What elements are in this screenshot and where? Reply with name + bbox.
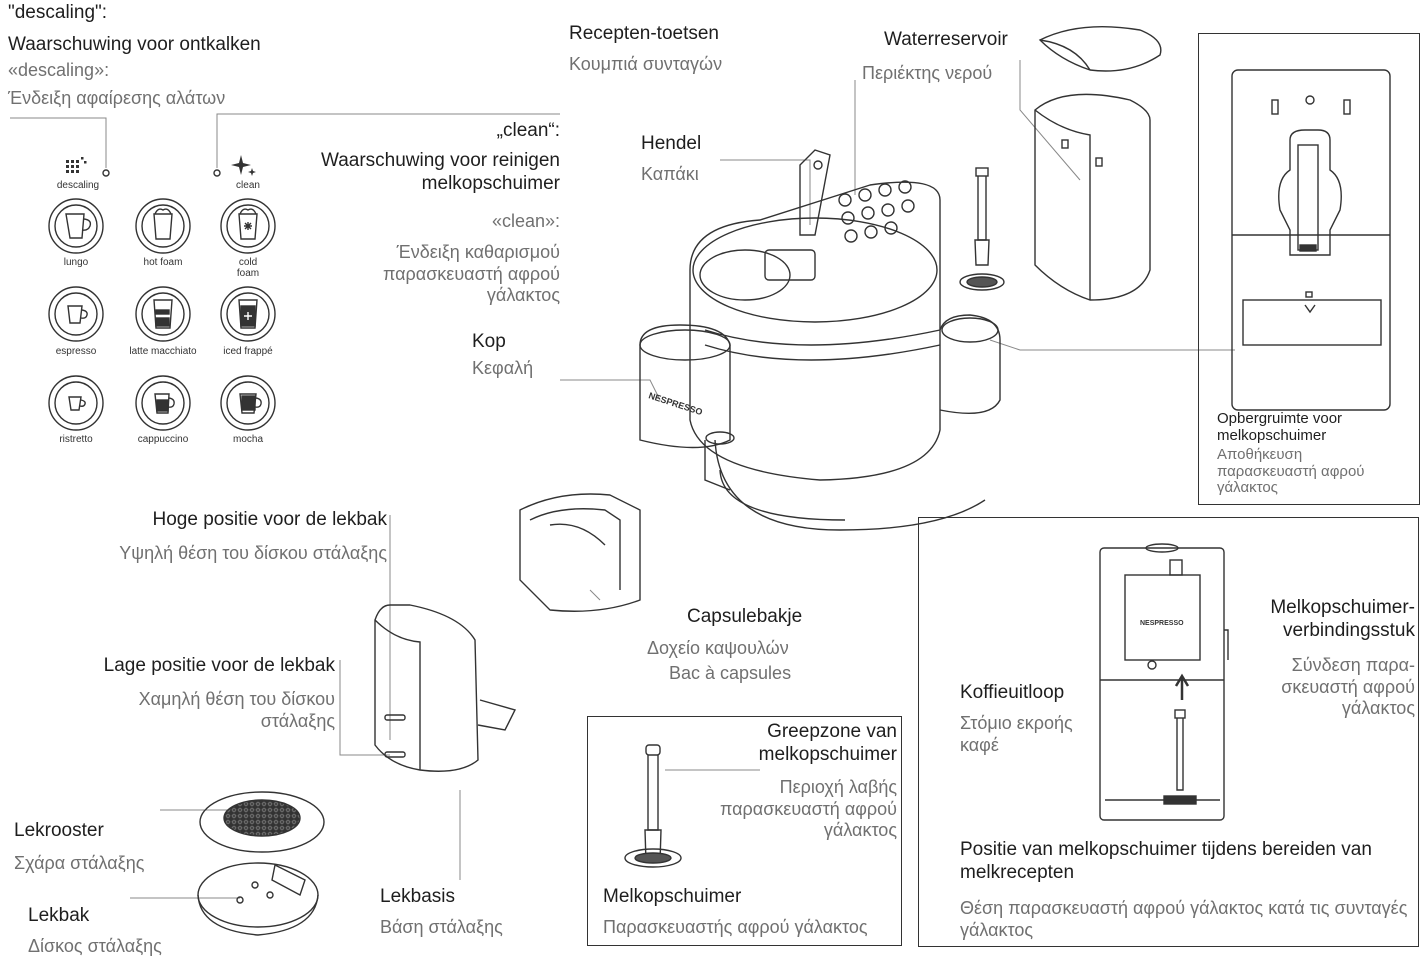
button-label-ristretto: ristretto xyxy=(59,434,93,445)
high-drip-position-label-nl: Hoge positie voor de lekbak xyxy=(152,509,387,530)
frother-position-brand-text: NESPRESSO xyxy=(1140,620,1184,627)
button-label-cold-foam: cold foam xyxy=(236,257,260,279)
drip-grid-label-el: Σχάρα στάλαξης xyxy=(14,853,145,873)
button-cappuccino-outline xyxy=(135,375,191,431)
button-mocha-outline xyxy=(220,375,276,431)
button-label-mocha: mocha xyxy=(232,434,263,445)
drip-tray-label-el: Δίσκος στάλαξης xyxy=(28,936,162,956)
button-ristretto-outline xyxy=(48,375,104,431)
coffee-outlet-label-el: Στόμιο εκροής καφέ xyxy=(960,713,1073,755)
button-label-espresso: espresso xyxy=(55,346,97,357)
water-reservoir-illustration xyxy=(1034,25,1162,301)
drip-base-illustration xyxy=(374,604,517,772)
coffee-outlet-label-nl: Koffieuitloop xyxy=(960,682,1065,703)
frother-position-box xyxy=(918,517,1419,947)
descaling-icon xyxy=(66,157,87,173)
drip-tray-label-nl: Lekbak xyxy=(28,905,90,926)
clean-warning-el: Ένδειξη καθαρισμού παρασκευαστή αφρού γά… xyxy=(382,242,560,306)
lever-label-nl: Hendel xyxy=(641,133,702,154)
sparkle-icon xyxy=(231,155,256,176)
button-lungo-outline xyxy=(48,198,104,254)
frother-storage-label-nl: Opbergruimte voor melkopschuimer xyxy=(1217,410,1343,444)
low-drip-position-label-el: Χαμηλή θέση του δίσκου στάλαξης xyxy=(138,689,335,731)
head-label-nl: Kop xyxy=(472,331,506,352)
button-label-cappuccino: cappuccino xyxy=(137,434,189,445)
capsule-container-label-el: Δοχείο καψουλών xyxy=(647,638,789,658)
button-label-latte-macchiato: latte macchiato xyxy=(129,346,197,357)
descaling-quoted-el: «descaling»: xyxy=(8,60,110,80)
water-reservoir-label-el: Περιέκτης νερού xyxy=(862,63,993,83)
frother-label-el: Παρασκευαστής αφρού γάλακτος xyxy=(603,917,868,937)
position-caption-nl: Positie van melkopschuimer tijdens berei… xyxy=(960,839,1372,883)
descaling-indicator-label: descaling xyxy=(56,180,100,191)
recipe-button-panel xyxy=(48,155,276,431)
button-label-hot-foam: hot foam xyxy=(143,257,183,268)
recipe-buttons-outline xyxy=(838,180,915,243)
drip-base-label-el: Βάση στάλαξης xyxy=(380,917,503,937)
clean-indicator-label: clean xyxy=(236,180,260,191)
connector-label-nl: Melkopschuimer-verbindingsstuk xyxy=(1270,597,1415,641)
machine-brand-text: NESPRESSO xyxy=(647,390,703,417)
water-reservoir-label-nl: Waterreservoir xyxy=(884,29,1008,50)
capsule-container-label-nl: Capsulebakje xyxy=(687,606,803,627)
button-cold-foam-outline xyxy=(220,198,276,254)
high-drip-position-label-el: Υψηλή θέση του δίσκου στάλαξης xyxy=(119,543,387,563)
frother-grip-box xyxy=(587,716,902,946)
position-caption-el: Θέση παρασκευαστή αφρού γάλακτος κατά τι… xyxy=(960,898,1408,940)
frother-grip-illustration xyxy=(624,744,682,868)
capsule-container-illustration xyxy=(519,493,641,612)
button-hot-foam-outline xyxy=(135,198,191,254)
button-latte-macchiato-outline xyxy=(135,286,191,342)
head-label-el: Κεφαλή xyxy=(472,358,534,378)
clean-led-icon xyxy=(213,169,221,177)
descaling-warning-nl: Waarschuwing voor ontkalken xyxy=(8,34,261,55)
descaling-led-icon xyxy=(102,169,110,177)
drip-grid-label-nl: Lekrooster xyxy=(14,820,104,841)
clean-warning-nl: Waarschuwing voor reinigen melkopschuime… xyxy=(320,150,560,194)
drip-grid-illustration xyxy=(199,791,325,853)
button-iced-frappe-outline xyxy=(220,286,276,342)
button-label-lungo: lungo xyxy=(63,257,89,268)
grip-zone-label-el: Περιοχή λαβής παρασκευαστή αφρού γάλακτο… xyxy=(719,777,897,841)
capsule-container-label-fr: Bac à capsules xyxy=(669,663,792,683)
button-label-iced-frappe: iced frappé xyxy=(223,346,273,357)
drip-tray-illustration xyxy=(197,862,319,936)
grip-zone-label-nl: Greepzone van melkopschuimer xyxy=(758,721,897,765)
frother-storage-label-el: Αποθήκευση παρασκευαστή αφρού γάλακτος xyxy=(1217,446,1365,496)
lever-label-el: Καπάκι xyxy=(641,164,699,184)
descaling-header-nl: "descaling": xyxy=(8,2,108,23)
frother-position-illustration xyxy=(1099,543,1229,821)
connector-label-el: Σύνδεση παρα-σκευαστή αφρού γάλακτος xyxy=(1281,655,1415,719)
clean-quoted-nl: „clean“: xyxy=(496,120,560,141)
recipe-buttons-label-nl: Recepten-toetsen xyxy=(569,23,719,44)
descaling-warning-el: Ένδειξη αφαίρεσης αλάτων xyxy=(8,88,226,108)
frother-storage-box xyxy=(1198,33,1420,505)
milk-frother-illustration xyxy=(959,167,1005,291)
recipe-buttons-label-el: Κουμπιά συνταγών xyxy=(569,54,723,74)
coffee-machine-illustration xyxy=(639,149,1001,531)
frother-label-nl: Melkopschuimer xyxy=(603,886,742,907)
frother-storage-illustration xyxy=(1231,69,1391,411)
clean-quoted-el: «clean»: xyxy=(491,211,560,231)
button-espresso-outline xyxy=(48,286,104,342)
low-drip-position-label-nl: Lage positie voor de lekbak xyxy=(103,655,335,676)
drip-base-label-nl: Lekbasis xyxy=(380,886,455,907)
